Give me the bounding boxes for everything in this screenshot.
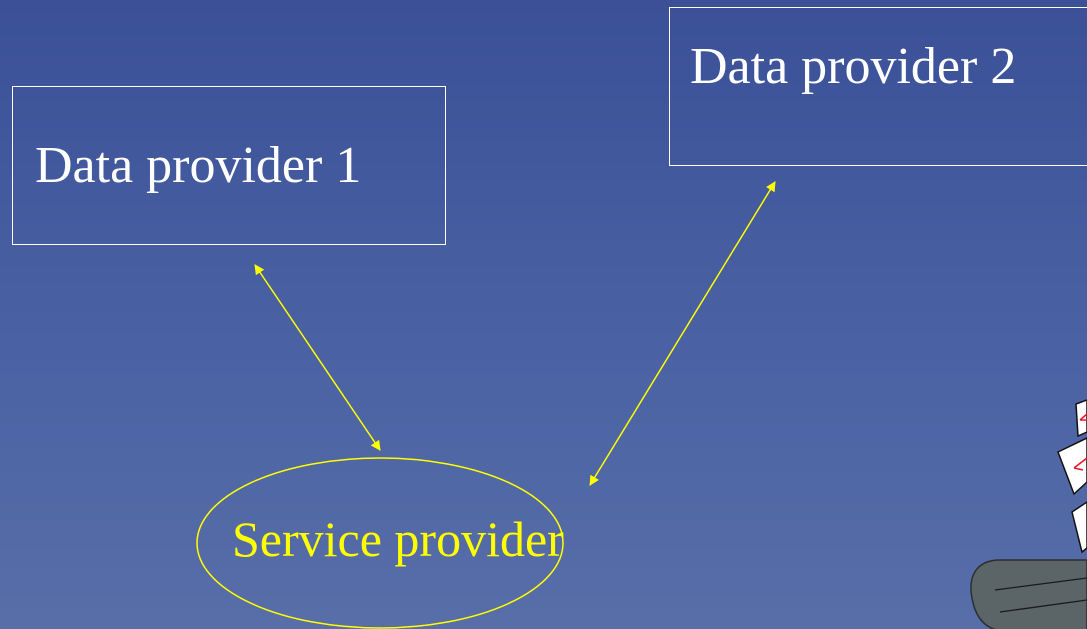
clipart-illustration xyxy=(970,399,1087,629)
arrow-dp2-service xyxy=(589,181,776,486)
data-provider-1-label: Data provider 1 xyxy=(35,137,362,194)
clipart-card-3 xyxy=(1071,501,1087,554)
arrow-dp1-service xyxy=(254,264,381,451)
service-provider-ellipse xyxy=(196,457,564,629)
clipart-base-shape xyxy=(970,559,1087,629)
clipart-card-1-mark xyxy=(1079,413,1087,421)
clipart-base-line-2 xyxy=(999,599,1087,613)
service-provider-label: Service provider xyxy=(232,511,564,567)
clipart-base-line-1 xyxy=(994,577,1087,591)
clipart-card-2-mark xyxy=(1073,457,1087,471)
data-provider-2-box: Data provider 2 xyxy=(669,7,1087,166)
data-provider-1-box: Data provider 1 xyxy=(12,86,446,245)
data-provider-2-label: Data provider 2 xyxy=(690,38,1017,95)
clipart-card-2 xyxy=(1057,437,1087,496)
